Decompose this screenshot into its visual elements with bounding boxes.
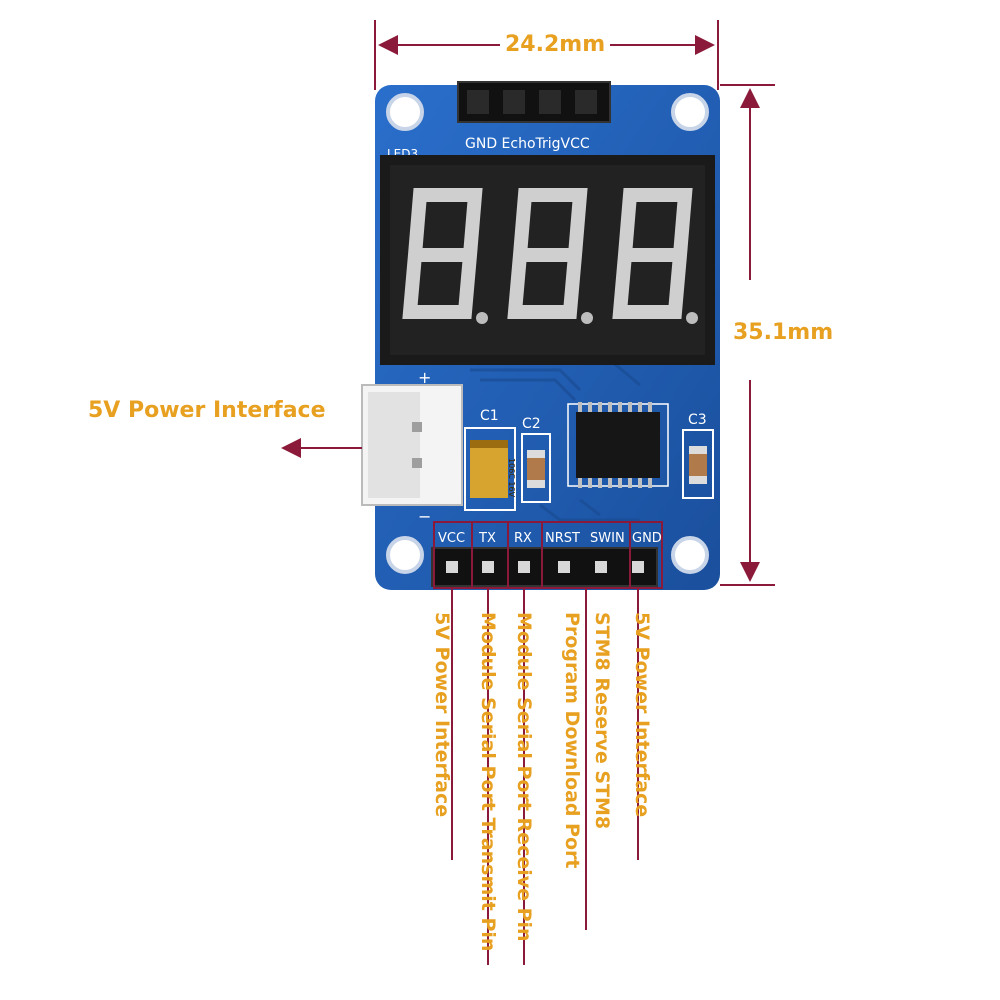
pin-label-swin: SWIN (590, 531, 625, 546)
c3-capacitor (682, 429, 714, 499)
mounting-hole-br (671, 536, 709, 574)
c2-label: C2 (522, 416, 541, 432)
pin-desc-swin: STM8 Reserve STM8 (591, 612, 613, 830)
pin-leader-lines (451, 588, 639, 965)
bottom-pin-header (431, 521, 663, 589)
pin-label-vcc: VCC (438, 531, 465, 546)
digit-2 (507, 188, 588, 319)
minus-marker: − (418, 507, 431, 526)
c3-label: C3 (688, 412, 707, 428)
cap-marking: 106C 16V (507, 458, 516, 498)
microcontroller-chip (567, 402, 669, 488)
width-dimension (374, 20, 719, 90)
height-dimension-label: 35.1mm (733, 320, 834, 345)
pin-label-tx: TX (478, 531, 496, 546)
seven-segment-display (380, 155, 715, 365)
pin-label-gnd: GND (632, 531, 662, 546)
plus-marker: + (418, 368, 431, 387)
pin-label-nrst: NRST (545, 531, 580, 546)
c1-label: C1 (480, 408, 499, 424)
tantalum-capacitor: 106C 16V (464, 427, 516, 511)
pin-desc-nrst: Program Download Port (561, 612, 583, 869)
pin-label-rx: RX (514, 531, 532, 546)
dp-3 (686, 312, 698, 324)
c2-capacitor (521, 433, 551, 503)
top-header-silkscreen: GND EchoTrigVCC (465, 136, 590, 152)
pin-desc-tx: Module Serial Port Transmit Pin (477, 612, 499, 952)
power-connector (361, 384, 463, 506)
mounting-hole-bl (386, 536, 424, 574)
top-header-connector (457, 81, 611, 123)
pin-desc-gnd: 5V Power Interface (631, 612, 653, 818)
pin-desc-rx: Module Serial Port Receive Pin (513, 612, 535, 942)
dp-1 (476, 312, 488, 324)
height-dimension (720, 84, 775, 586)
dp-2 (581, 312, 593, 324)
mounting-hole-tr (671, 93, 709, 131)
digit-3 (612, 188, 693, 319)
mounting-hole-tl (386, 93, 424, 131)
power-interface-label: 5V Power Interface (88, 398, 326, 423)
pin-desc-vcc: 5V Power Interface (431, 612, 453, 818)
digit-1 (402, 188, 483, 319)
width-dimension-label: 24.2mm (505, 32, 606, 57)
